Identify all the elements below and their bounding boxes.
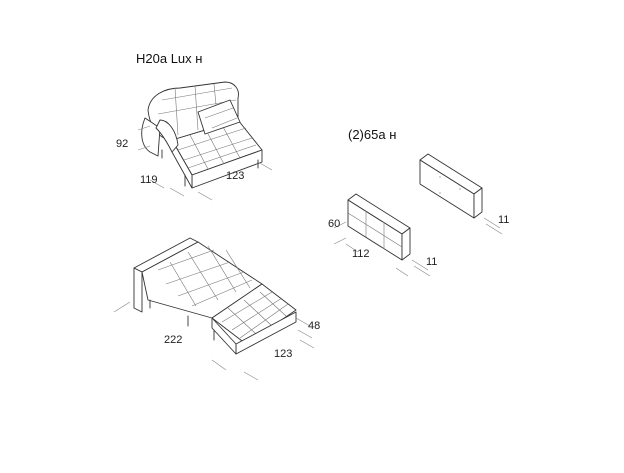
- sofa-width-label: 123: [226, 170, 245, 182]
- bed-height-label: 48: [308, 320, 321, 332]
- sofa-depth-label: 119: [140, 174, 158, 186]
- cushion-width-label: 112: [352, 248, 370, 260]
- bed-length-label: 222: [164, 334, 183, 346]
- sofa-model-title: H20a Lux н: [136, 51, 203, 66]
- cushion-back-depth-label: 11: [498, 214, 510, 226]
- cushion-front-depth-label: 11: [426, 256, 438, 268]
- cushion-back-drawing: [419, 153, 503, 235]
- bed-width-label: 123: [274, 348, 293, 360]
- sofa-height-label: 92: [116, 138, 129, 150]
- sofa-drawing: [137, 81, 273, 201]
- cushion-model-title: (2)65a н: [348, 127, 397, 142]
- bed-drawing: [113, 237, 315, 381]
- cushion-front-drawing: [333, 193, 431, 277]
- cushion-height-label: 60: [328, 218, 341, 230]
